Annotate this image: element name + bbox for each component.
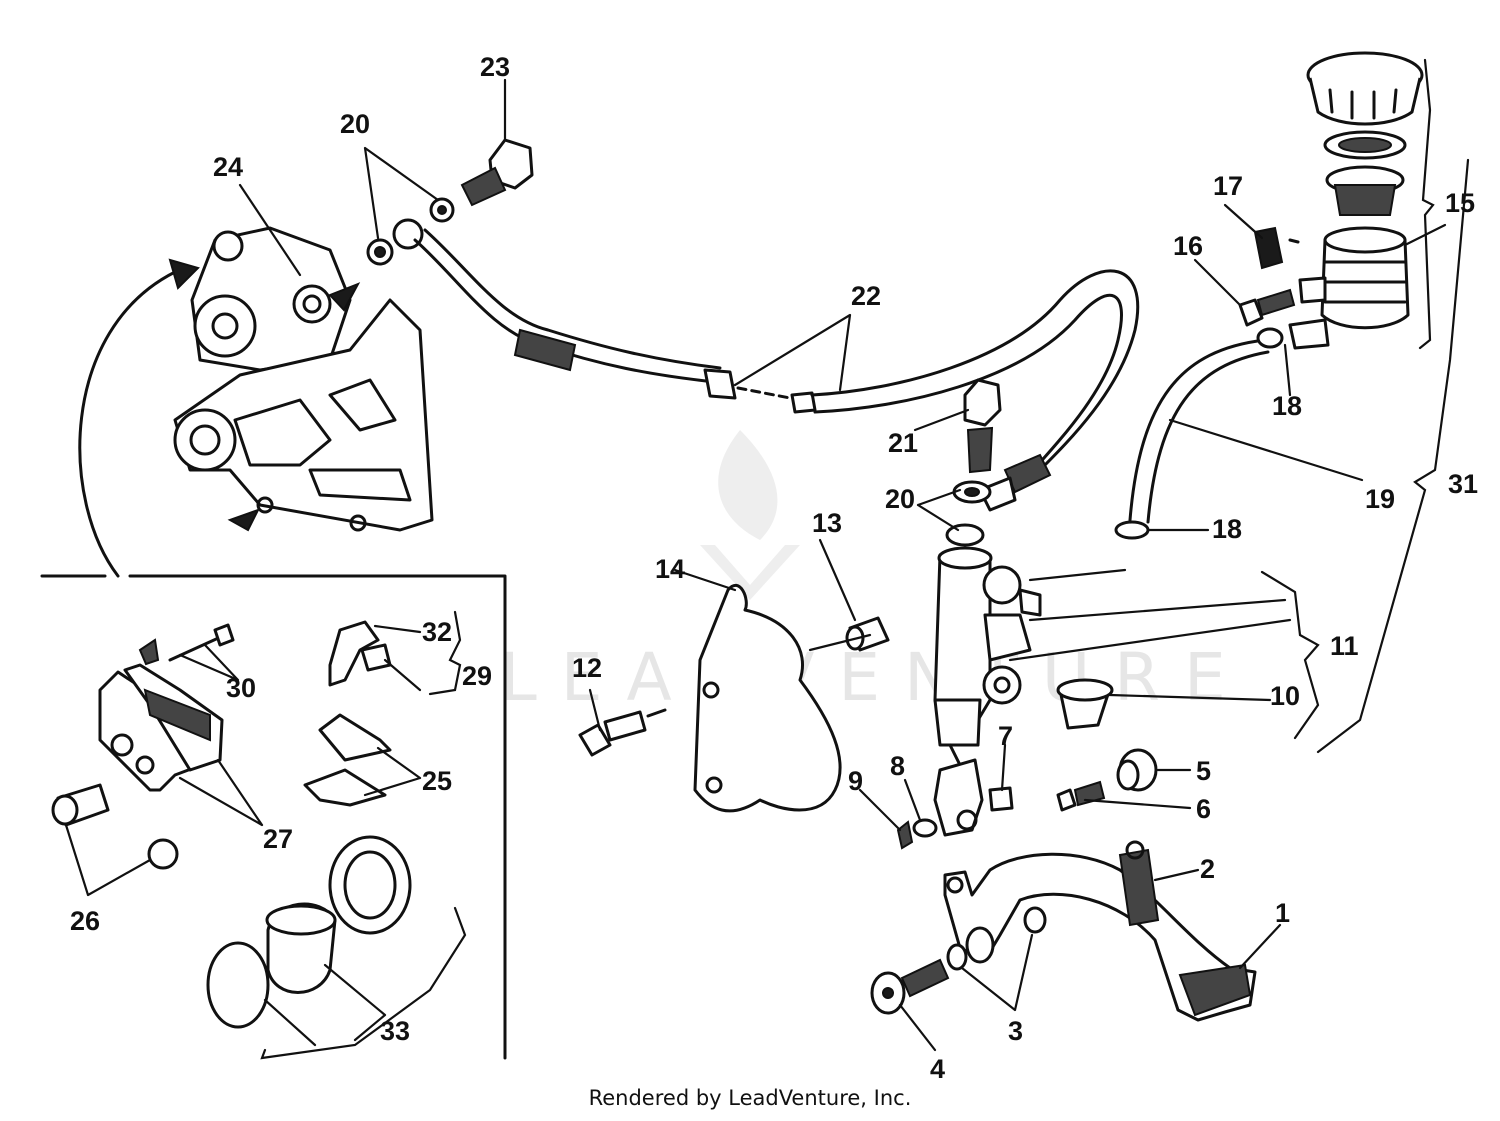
callout-20-upper: 20 — [340, 109, 370, 139]
callout-8: 8 — [890, 751, 905, 781]
callout-21: 21 — [888, 428, 918, 458]
callout-26: 26 — [70, 906, 100, 936]
pad-spring-25 — [303, 713, 392, 807]
callout-18-lower: 18 — [1212, 514, 1242, 544]
callout-15: 15 — [1445, 188, 1475, 218]
callout-7: 7 — [998, 721, 1013, 751]
piston-seals — [206, 835, 412, 1029]
pad-pin — [138, 623, 235, 666]
dust-cap — [1056, 678, 1114, 730]
callout-5: 5 — [1196, 756, 1211, 786]
callout-32: 32 — [422, 617, 452, 647]
callout-13: 13 — [812, 508, 842, 538]
mounting-bolt — [578, 708, 667, 757]
callout-1: 1 — [1275, 898, 1290, 928]
reservoir-hose — [1114, 327, 1284, 540]
inset-arrow-curve — [78, 270, 177, 578]
callout-16: 16 — [1173, 231, 1203, 261]
sealing-washers-lower — [945, 480, 992, 547]
callout-4: 4 — [930, 1054, 945, 1084]
callout-33: 33 — [380, 1016, 410, 1046]
bleeder-screw — [963, 378, 1002, 474]
leader-lines — [64, 58, 1470, 1060]
pad-spring-32 — [328, 620, 392, 687]
callout-2: 2 — [1200, 854, 1215, 884]
brake-pads — [98, 663, 224, 792]
callout-6: 6 — [1196, 794, 1211, 824]
brake-hose-lower — [790, 269, 1140, 512]
pushrod-clevis — [896, 758, 1014, 850]
watermark-flame-icon — [718, 430, 778, 540]
banjo-bolt — [460, 138, 534, 207]
brake-pedal — [943, 852, 1257, 1022]
pedal-stopper — [1056, 748, 1158, 812]
master-cylinder — [933, 546, 1042, 767]
pad-pin-plug — [51, 783, 179, 870]
watermark-v-icon — [700, 545, 800, 600]
callout-31: 31 — [1448, 469, 1478, 499]
collar — [845, 616, 890, 652]
pivot-washers — [946, 906, 1047, 971]
callout-25: 25 — [422, 766, 452, 796]
footer-credit: Rendered by LeadVenture, Inc. — [588, 1086, 912, 1110]
reservoir-screw — [1238, 288, 1296, 327]
callout-3: 3 — [1008, 1016, 1023, 1046]
callout-29: 29 — [462, 661, 492, 691]
sealing-washers-upper — [366, 197, 455, 266]
callout-24: 24 — [213, 152, 243, 182]
callout-22: 22 — [851, 281, 881, 311]
callout-10: 10 — [1270, 681, 1300, 711]
callout-27: 27 — [263, 824, 293, 854]
callout-30: 30 — [226, 673, 256, 703]
brake-hose-upper — [392, 218, 792, 400]
watermark-text: LEADVENTURE — [500, 639, 1250, 716]
callout-23: 23 — [480, 52, 510, 82]
reservoir-assembly — [1288, 51, 1424, 350]
caliper-assembly — [173, 226, 434, 532]
return-spring — [1118, 840, 1160, 927]
callout-20-lower: 20 — [885, 484, 915, 514]
inset-arrow-head — [168, 258, 200, 290]
pivot-bolt — [870, 958, 950, 1015]
callout-19: 19 — [1365, 484, 1395, 514]
callout-9: 9 — [848, 766, 863, 796]
heel-guard — [693, 583, 842, 813]
clamp-bracket — [1253, 226, 1300, 270]
callout-11: 11 — [1330, 631, 1359, 661]
inset-box-frame — [40, 574, 507, 1060]
callout-18-upper: 18 — [1272, 391, 1302, 421]
callout-17: 17 — [1213, 171, 1243, 201]
callout-14: 14 — [655, 554, 685, 584]
callout-12: 12 — [572, 653, 602, 683]
